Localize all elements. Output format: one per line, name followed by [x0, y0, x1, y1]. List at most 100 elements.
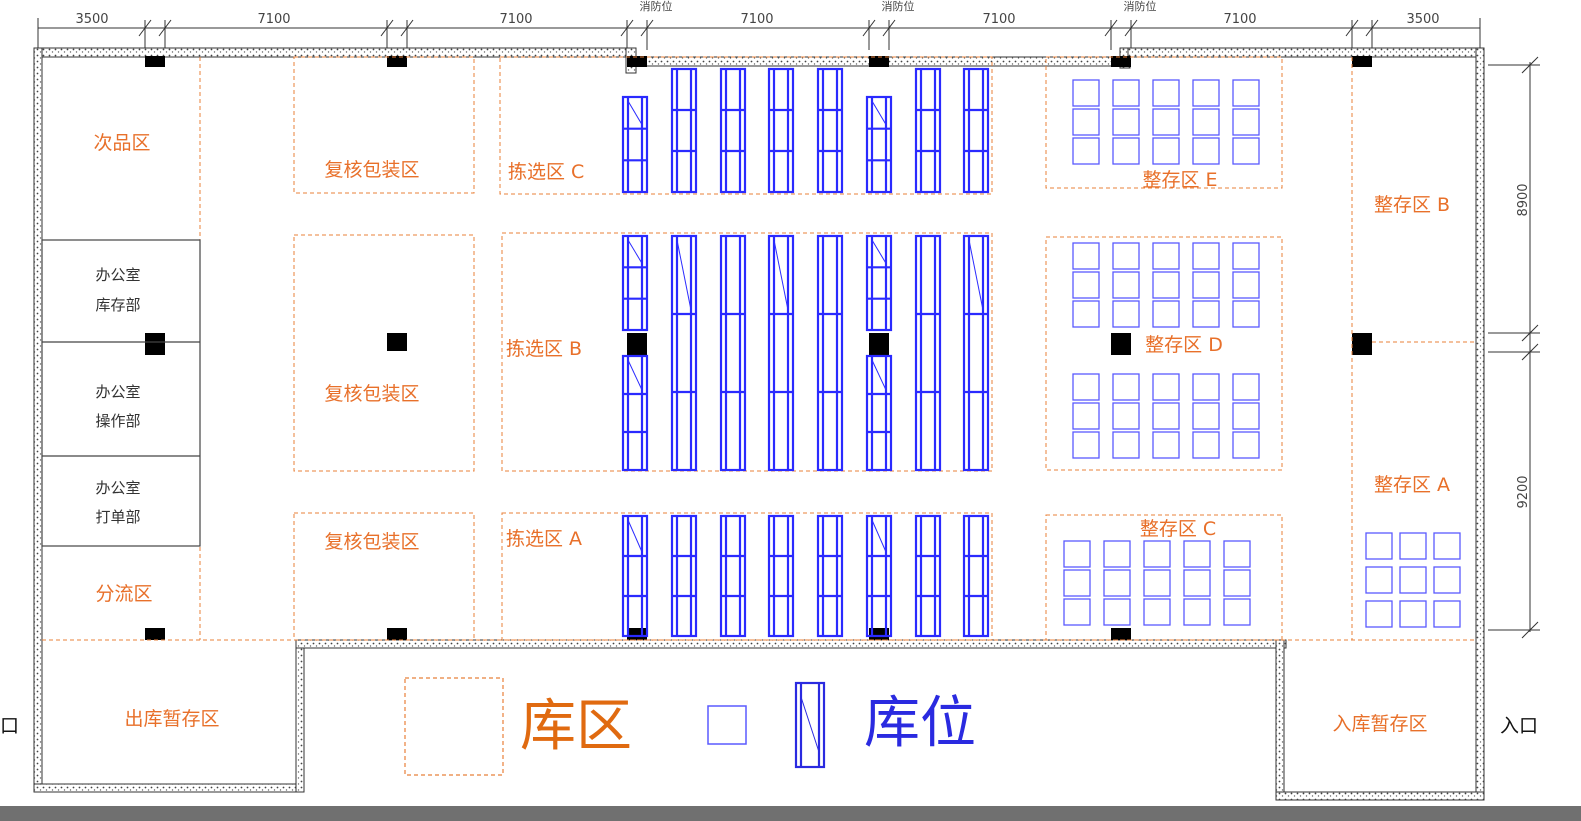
pallet-slot: [1223, 540, 1251, 568]
zone-label-review-pack: 复核包装区: [324, 383, 419, 405]
storage-rack: [621, 514, 649, 638]
pallet-slot: [1063, 598, 1091, 626]
pallet-slot: [1232, 373, 1260, 401]
fire-position-label: 消防位: [882, 0, 915, 13]
right-dimension-line: [1488, 56, 1540, 639]
pallet-slot: [1152, 373, 1180, 401]
pallet-slot: [1072, 300, 1100, 328]
pallet-slot: [1103, 598, 1131, 626]
storage-rack: [865, 95, 893, 194]
pallet-slot: [1112, 137, 1140, 165]
pallet-slot: [1112, 373, 1140, 401]
storage-rack: [865, 354, 893, 472]
pallet-area: [1063, 79, 1461, 628]
office-label: 打单部: [95, 508, 140, 526]
fire-position-label: 消防位: [640, 0, 673, 13]
storage-rack: [719, 67, 747, 194]
zone-label-pick-b: 拣选区 B: [506, 338, 582, 360]
storage-rack: [670, 514, 698, 638]
legend-zone-label: 库区: [520, 694, 632, 759]
pallet-slot: [1143, 569, 1171, 597]
pallet-slot: [1143, 598, 1171, 626]
pallet-slot: [1192, 300, 1220, 328]
pallet-slot: [1192, 271, 1220, 299]
structural-columns: [145, 56, 1372, 640]
pallet-slot: [1232, 271, 1260, 299]
dimension-label: 7100: [982, 12, 1015, 27]
pallet-slot: [1112, 431, 1140, 459]
pallet-slot: [1112, 300, 1140, 328]
pallet-slot: [1183, 569, 1211, 597]
pallet-slot: [1183, 540, 1211, 568]
dimension-label: 3500: [1406, 12, 1439, 27]
zone-label-store-e: 整存区 E: [1142, 169, 1217, 191]
storage-rack: [670, 67, 698, 194]
storage-rack: [621, 354, 649, 472]
top-dimension-line: [37, 18, 1481, 50]
office-label: 办公室: [95, 479, 140, 497]
pallet-slot: [1152, 300, 1180, 328]
legend-pallet-swatch: [707, 705, 747, 745]
pallet-slot: [1192, 431, 1220, 459]
pallet-slot: [1232, 300, 1260, 328]
pallet-slot: [1232, 108, 1260, 136]
pallet-slot: [1112, 402, 1140, 430]
pallet-slot: [1152, 108, 1180, 136]
pallet-slot: [1072, 373, 1100, 401]
pallet-slot: [1192, 137, 1220, 165]
pallet-slot: [1433, 566, 1461, 594]
storage-rack: [719, 234, 747, 472]
pallet-slot: [1399, 532, 1427, 560]
pallet-slot: [1072, 79, 1100, 107]
pallet-slot: [1232, 137, 1260, 165]
zone-boundaries: [42, 56, 1476, 641]
storage-rack: [962, 514, 990, 638]
zone-label-store-d: 整存区 D: [1145, 334, 1223, 356]
zone-label-review-pack: 复核包装区: [324, 531, 419, 553]
pallet-slot: [1152, 431, 1180, 459]
pallet-slot: [1232, 242, 1260, 270]
zone-label-pick-a: 拣选区 A: [506, 528, 582, 550]
legend-zone-swatch: [404, 677, 504, 776]
office-label: 库存部: [95, 296, 140, 314]
entrance-label: 入口: [1500, 715, 1538, 737]
pallet-slot: [1433, 600, 1461, 628]
pallet-slot: [1433, 532, 1461, 560]
pallet-slot: [1365, 566, 1393, 594]
pallet-slot: [1152, 79, 1180, 107]
storage-rack: [962, 67, 990, 194]
office-block: [41, 239, 201, 547]
storage-rack: [816, 234, 844, 472]
pallet-slot: [1232, 431, 1260, 459]
pallet-slot: [1103, 569, 1131, 597]
storage-rack: [621, 95, 649, 194]
zone-label-outbound-staging: 出库暂存区: [124, 708, 219, 730]
legend-rack-swatch: [794, 681, 826, 769]
pallet-slot: [1152, 402, 1180, 430]
pallet-slot: [1072, 271, 1100, 299]
zone-label-sorting: 分流区: [95, 583, 152, 605]
pallet-slot: [1232, 402, 1260, 430]
zone-label-store-b: 整存区 B: [1374, 194, 1450, 216]
fire-position-label: 消防位: [1124, 0, 1157, 13]
storage-rack: [767, 67, 795, 194]
pallet-slot: [1063, 540, 1091, 568]
pallet-slot: [1112, 271, 1140, 299]
office-label: 办公室: [95, 266, 140, 284]
zone-label-pick-c: 拣选区 C: [508, 161, 584, 183]
zone-label-defective: 次品区: [93, 132, 150, 154]
zone-label-store-a: 整存区 A: [1374, 474, 1450, 496]
pallet-slot: [1183, 598, 1211, 626]
pallet-slot: [1192, 373, 1220, 401]
storage-rack: [767, 514, 795, 638]
zone-label-store-c: 整存区 C: [1140, 518, 1216, 540]
pallet-slot: [1399, 600, 1427, 628]
dimension-label: 7100: [740, 12, 773, 27]
dimension-label: 7100: [499, 12, 532, 27]
zone-label-review-pack: 复核包装区: [324, 159, 419, 181]
taskbar-strip: [0, 806, 1581, 821]
pallet-slot: [1112, 79, 1140, 107]
storage-rack: [621, 234, 649, 332]
storage-rack: [719, 514, 747, 638]
